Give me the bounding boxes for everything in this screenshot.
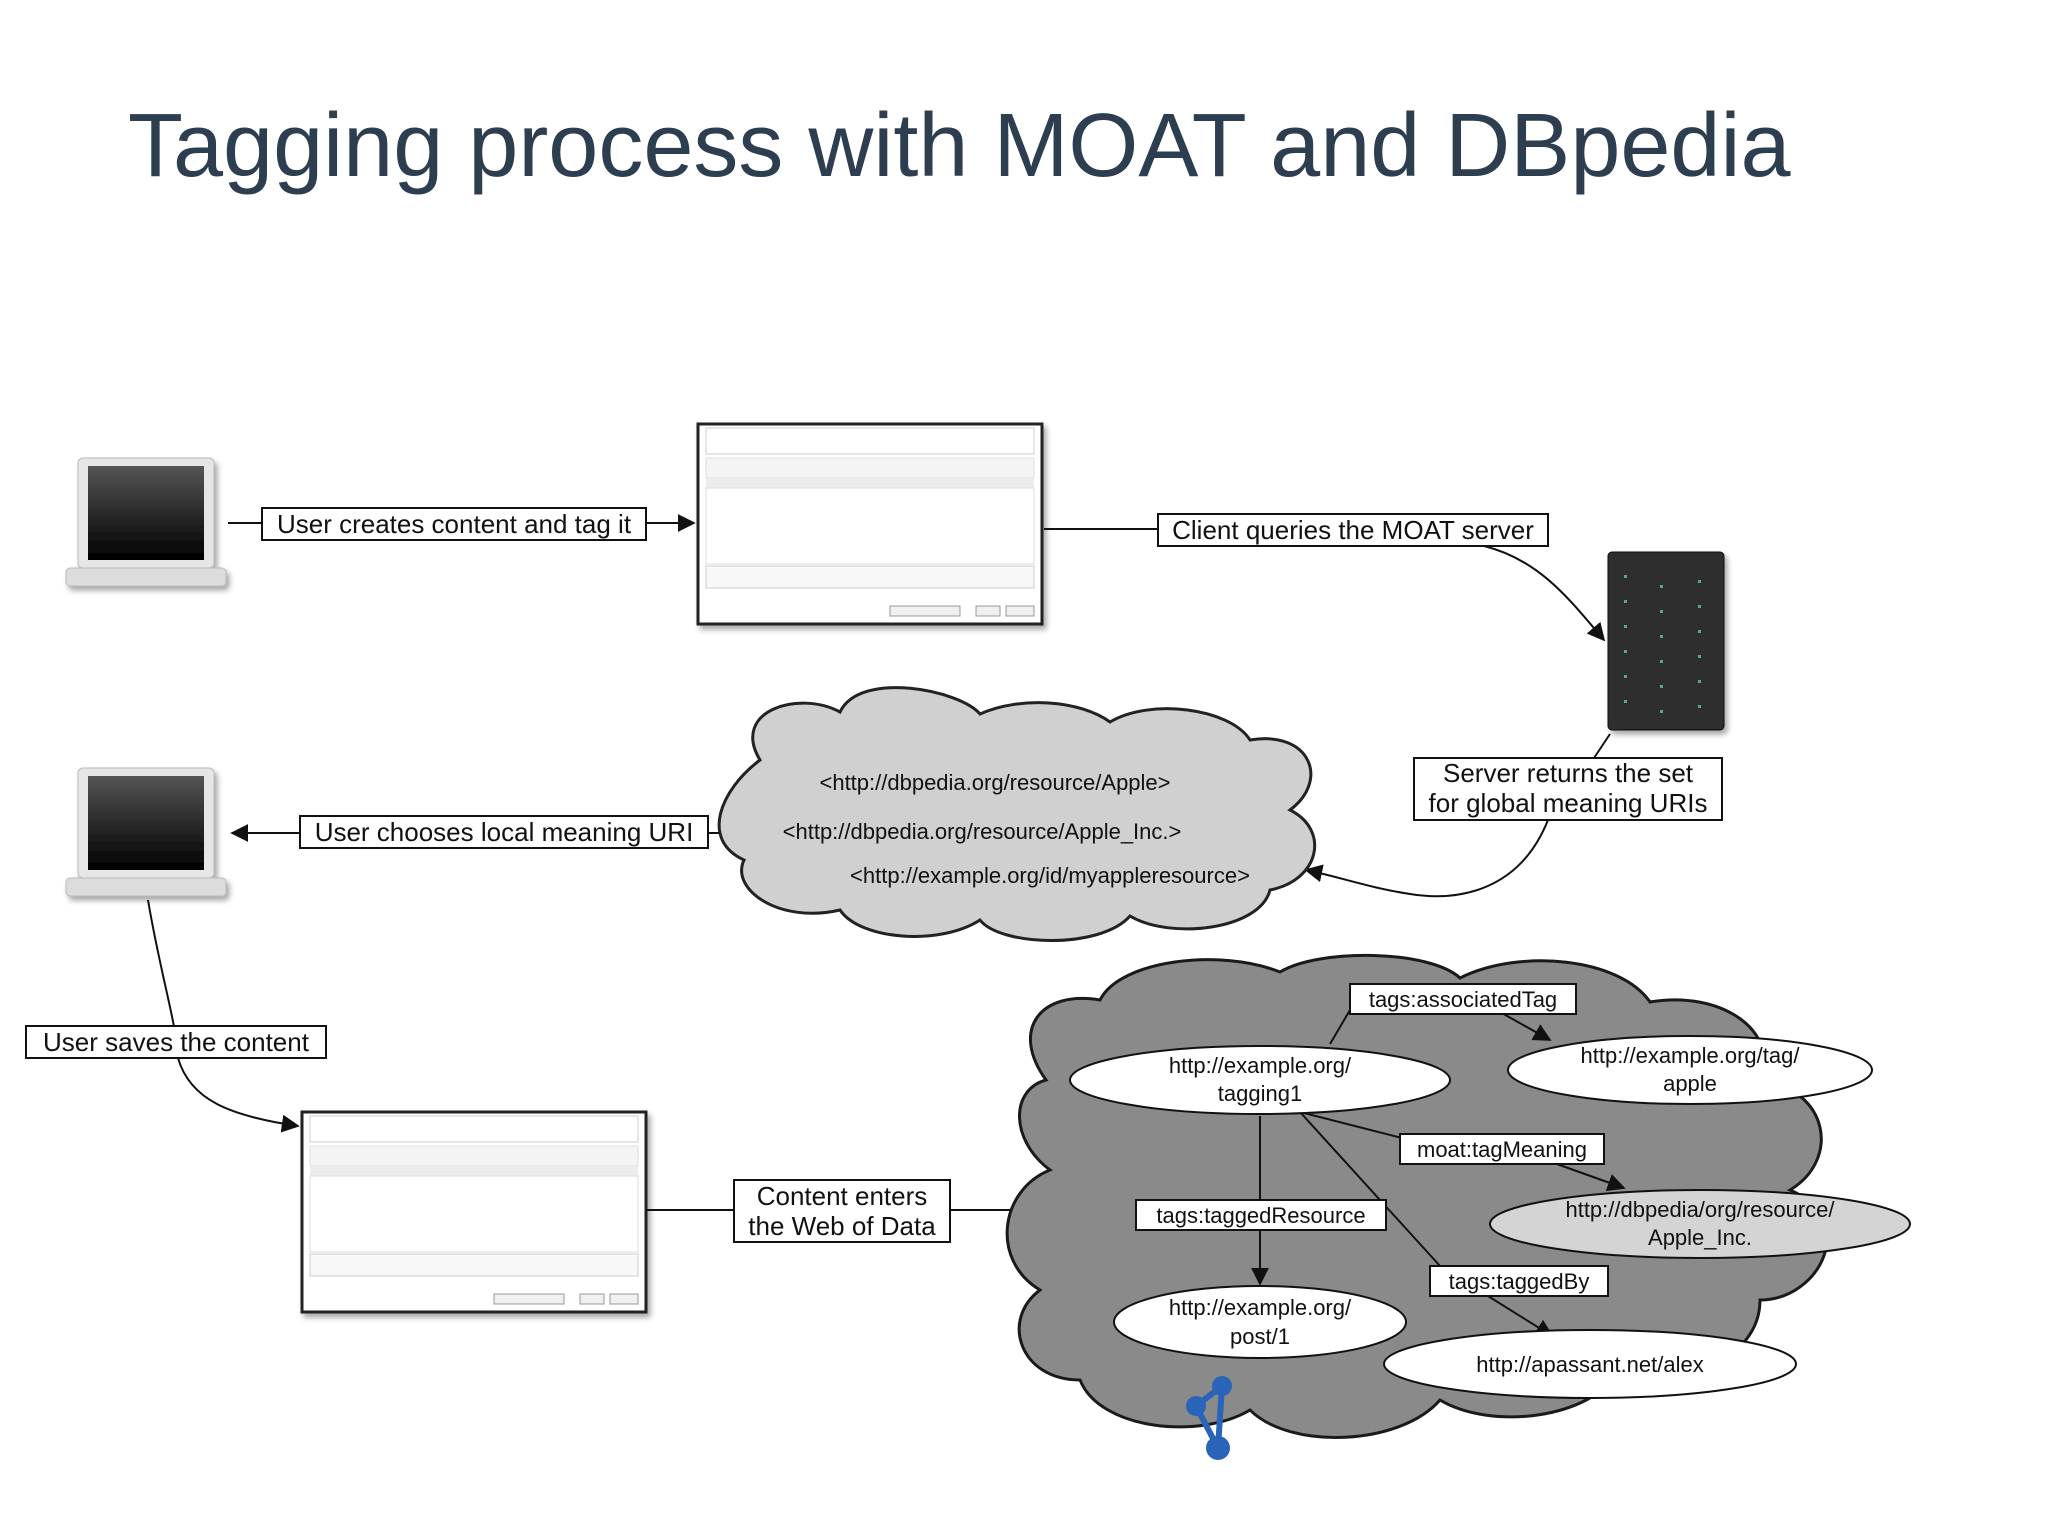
node-label: http://example.org/ <box>1169 1053 1352 1078</box>
editor-window-bottom <box>300 1110 648 1314</box>
node-label: http://dbpedia/org/resource/ <box>1565 1197 1835 1222</box>
candidate-uri: <http://dbpedia.org/resource/Apple> <box>819 770 1170 795</box>
svg-text:Content enters: Content enters <box>757 1181 928 1211</box>
svg-text:Server returns the set: Server returns the set <box>1443 758 1694 788</box>
svg-text:tags:taggedBy: tags:taggedBy <box>1449 1269 1590 1294</box>
editor-window-top <box>696 422 1044 626</box>
edge-label-tag-meaning: moat:tagMeaning <box>1399 1133 1605 1165</box>
server-icon <box>1607 551 1725 731</box>
laptop-icon <box>65 457 227 587</box>
node-label: http://apassant.net/alex <box>1476 1352 1704 1377</box>
svg-text:the Web of Data: the Web of Data <box>748 1211 936 1241</box>
node-label: http://example.org/tag/ <box>1581 1043 1801 1068</box>
laptop-icon <box>65 767 227 897</box>
label-user-chooses: User chooses local meaning URI <box>299 815 709 849</box>
graph-node-tagging: http://example.org/ tagging1 <box>1069 1045 1451 1115</box>
graph-node-user: http://apassant.net/alex <box>1383 1329 1797 1399</box>
semantic-web-logo-icon <box>1186 1376 1232 1460</box>
svg-text:User creates content and tag i: User creates content and tag it <box>277 509 632 539</box>
svg-text:tags:associatedTag: tags:associatedTag <box>1369 987 1557 1012</box>
graph-node-meaning: http://dbpedia/org/resource/ Apple_Inc. <box>1489 1189 1911 1259</box>
edge-label-associated-tag: tags:associatedTag <box>1349 983 1577 1015</box>
label-content-enters: Content enters the Web of Data <box>733 1179 951 1243</box>
slide-title: Tagging process with MOAT and DBpedia <box>128 96 1791 196</box>
edge-label-tagged-by: tags:taggedBy <box>1429 1265 1609 1297</box>
svg-text:Client queries the MOAT server: Client queries the MOAT server <box>1172 515 1534 545</box>
label-client-queries: Client queries the MOAT server <box>1157 513 1549 547</box>
edge-label-tagged-resource: tags:taggedResource <box>1135 1199 1387 1231</box>
svg-text:User saves the content: User saves the content <box>43 1027 310 1057</box>
svg-text:User chooses local meaning URI: User chooses local meaning URI <box>315 817 694 847</box>
graph-node-tag: http://example.org/tag/ apple <box>1507 1035 1873 1105</box>
label-user-saves: User saves the content <box>25 1025 327 1059</box>
candidate-uri-cloud <box>717 686 1317 942</box>
node-label: Apple_Inc. <box>1648 1225 1752 1250</box>
label-user-creates: User creates content and tag it <box>261 507 647 541</box>
node-label: http://example.org/ <box>1169 1295 1352 1320</box>
node-label: apple <box>1663 1071 1717 1096</box>
graph-node-post: http://example.org/ post/1 <box>1113 1285 1407 1359</box>
candidate-uri: <http://example.org/id/myappleresource> <box>850 863 1250 888</box>
svg-text:moat:tagMeaning: moat:tagMeaning <box>1417 1137 1587 1162</box>
svg-text:tags:taggedResource: tags:taggedResource <box>1156 1203 1365 1228</box>
svg-text:for global meaning URIs: for global meaning URIs <box>1429 788 1708 818</box>
label-server-returns: Server returns the set for global meanin… <box>1413 757 1723 821</box>
node-label: tagging1 <box>1218 1081 1302 1106</box>
node-label: post/1 <box>1230 1324 1290 1349</box>
candidate-uri: <http://dbpedia.org/resource/Apple_Inc.> <box>783 819 1182 844</box>
